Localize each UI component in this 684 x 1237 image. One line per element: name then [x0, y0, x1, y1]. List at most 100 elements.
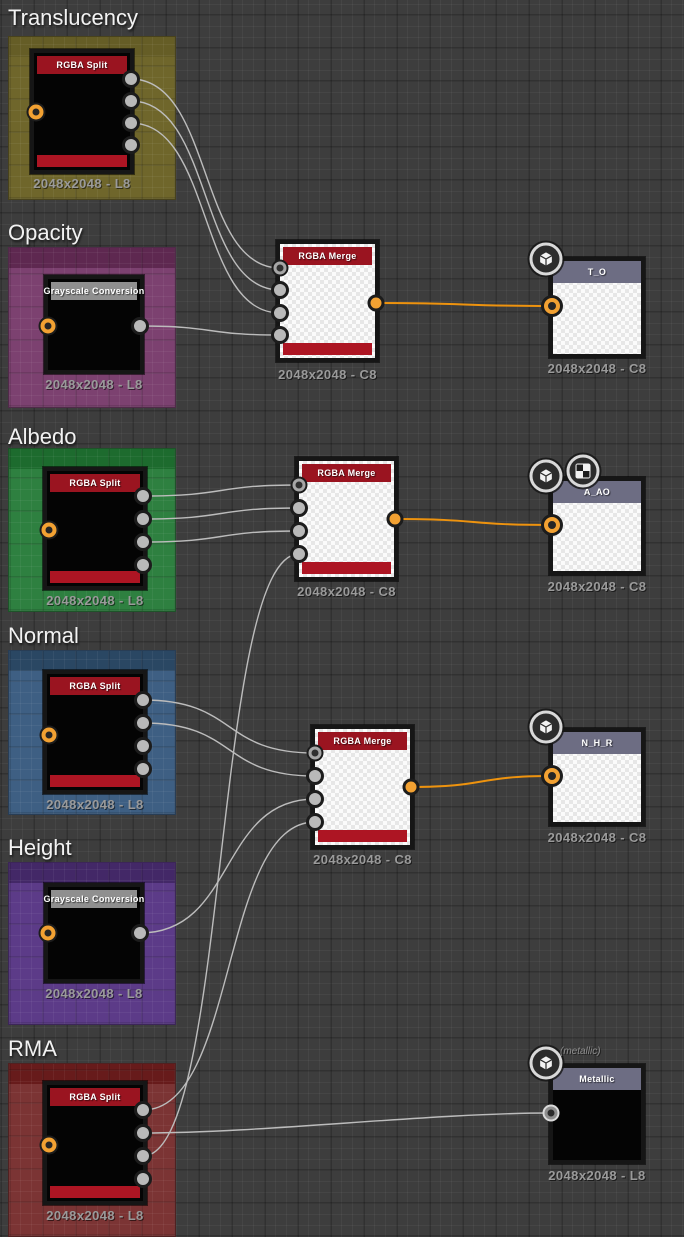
- checker-icon: [575, 463, 591, 479]
- node-footer-albedo-split: [50, 571, 140, 583]
- port-output-n-h-r-input[interactable]: [544, 768, 560, 784]
- group-frame-header-height: [9, 863, 175, 883]
- wire-merge-to-output-a-ao[interactable]: [394, 518, 553, 526]
- group-frame-header-normal: [9, 651, 175, 671]
- node-header-height-grayscale: Grayscale Conversion: [43, 890, 144, 908]
- port-albedo-split-input[interactable]: [41, 522, 57, 538]
- port-translucency-split-output-b[interactable]: [122, 114, 140, 132]
- port-rma-split-output-g[interactable]: [134, 1124, 152, 1142]
- node-header-albedo-split: RGBA Split: [50, 474, 140, 492]
- port-normal-split-output-b[interactable]: [134, 737, 152, 755]
- port-rma-split-output-a[interactable]: [134, 1170, 152, 1188]
- wire-albedo-r-to-merge[interactable]: [142, 484, 300, 497]
- port-merge-a-ao-input-g[interactable]: [290, 499, 308, 517]
- wire-height-to-merge[interactable]: [139, 798, 316, 934]
- port-normal-split-output-r[interactable]: [134, 691, 152, 709]
- node-label-output-metallic: Metallic: [579, 1074, 615, 1084]
- port-merge-a-ao-input-a[interactable]: [290, 545, 308, 563]
- port-translucency-split-input[interactable]: [28, 104, 44, 120]
- wire-normal-g-to-merge[interactable]: [142, 722, 316, 777]
- port-output-t-o-input[interactable]: [544, 298, 560, 314]
- node-albedo-split[interactable]: RGBA Split: [43, 467, 147, 590]
- port-merge-t-o-input-r[interactable]: [273, 261, 287, 275]
- port-merge-t-o-input-g[interactable]: [271, 281, 289, 299]
- port-normal-split-output-a[interactable]: [134, 760, 152, 778]
- node-label-rma-split: RGBA Split: [69, 1092, 121, 1102]
- node-translucency-split[interactable]: RGBA Split: [30, 49, 134, 174]
- node-caption-merge-a-ao: 2048x2048 - C8: [297, 584, 396, 599]
- wire-rma-g-to-metallic[interactable]: [142, 1112, 552, 1134]
- port-merge-n-h-r-input-a[interactable]: [306, 813, 324, 831]
- node-rma-split[interactable]: RGBA Split: [43, 1081, 147, 1205]
- wire-albedo-g-to-merge[interactable]: [142, 507, 300, 520]
- cube-icon: [539, 1056, 553, 1070]
- wire-opacity-to-merge[interactable]: [139, 325, 281, 336]
- node-footer-translucency-split: [37, 155, 127, 167]
- port-merge-n-h-r-input-g[interactable]: [306, 767, 324, 785]
- port-rma-split-input[interactable]: [41, 1137, 57, 1153]
- group-title-opacity: Opacity: [8, 220, 83, 245]
- port-output-a-ao-input[interactable]: [544, 517, 560, 533]
- port-merge-t-o-input-a[interactable]: [271, 326, 289, 344]
- cube-badge-output-metallic: [529, 1046, 563, 1080]
- port-albedo-split-output-g[interactable]: [134, 510, 152, 528]
- node-header-merge-t-o: RGBA Merge: [283, 247, 372, 265]
- node-caption-output-a-ao: 2048x2048 - C8: [547, 579, 647, 594]
- port-translucency-split-output-g[interactable]: [122, 92, 140, 110]
- node-output-t-o[interactable]: T_O: [549, 257, 645, 358]
- port-rma-split-output-r[interactable]: [134, 1101, 152, 1119]
- node-merge-n-h-r[interactable]: RGBA Merge: [311, 725, 414, 849]
- node-caption-output-t-o: 2048x2048 - C8: [547, 361, 647, 376]
- node-header-rma-split: RGBA Split: [50, 1088, 140, 1106]
- port-rma-split-output-b[interactable]: [134, 1147, 152, 1165]
- port-output-metallic-input[interactable]: [544, 1106, 558, 1120]
- port-opacity-grayscale-input[interactable]: [40, 318, 56, 334]
- node-normal-split[interactable]: RGBA Split: [43, 670, 147, 794]
- node-output-n-h-r[interactable]: N_H_R: [549, 728, 645, 826]
- port-merge-a-ao-output[interactable]: [386, 510, 404, 528]
- wire-rma-r-to-merge-n-h-r[interactable]: [142, 821, 316, 1111]
- node-label-merge-n-h-r: RGBA Merge: [333, 736, 392, 746]
- node-height-grayscale[interactable]: Grayscale Conversion: [43, 883, 144, 983]
- port-normal-split-output-g[interactable]: [134, 714, 152, 732]
- port-merge-a-ao-input-b[interactable]: [290, 522, 308, 540]
- node-output-metallic[interactable]: Metallic: [549, 1064, 645, 1164]
- wire-translucency-b-to-merge[interactable]: [130, 122, 281, 314]
- wire-merge-to-output-n-h-r[interactable]: [410, 775, 553, 788]
- port-merge-a-ao-input-r[interactable]: [292, 478, 306, 492]
- cube-badge-output-n-h-r: [529, 710, 563, 744]
- wire-normal-r-to-merge[interactable]: [142, 699, 316, 754]
- port-translucency-split-output-a[interactable]: [122, 136, 140, 154]
- node-opacity-grayscale[interactable]: Grayscale Conversion: [43, 275, 144, 374]
- node-label-normal-split: RGBA Split: [69, 681, 121, 691]
- node-header-output-a-ao: A_AO: [553, 481, 641, 503]
- port-merge-n-h-r-output[interactable]: [402, 778, 420, 796]
- node-merge-a-ao[interactable]: RGBA Merge: [295, 457, 398, 581]
- port-height-grayscale-input[interactable]: [40, 925, 56, 941]
- port-merge-t-o-output[interactable]: [367, 294, 385, 312]
- port-albedo-split-output-a[interactable]: [134, 556, 152, 574]
- node-label-albedo-split: RGBA Split: [69, 478, 121, 488]
- node-merge-t-o[interactable]: RGBA Merge: [276, 240, 379, 362]
- node-header-normal-split: RGBA Split: [50, 677, 140, 695]
- node-header-output-n-h-r: N_H_R: [553, 732, 641, 754]
- port-albedo-split-output-b[interactable]: [134, 533, 152, 551]
- port-merge-t-o-input-b[interactable]: [271, 304, 289, 322]
- node-label-merge-t-o: RGBA Merge: [298, 251, 357, 261]
- port-opacity-grayscale-output[interactable]: [131, 317, 149, 335]
- wire-rma-b-to-merge-a-ao[interactable]: [142, 553, 300, 1157]
- port-albedo-split-output-r[interactable]: [134, 487, 152, 505]
- port-normal-split-input[interactable]: [41, 727, 57, 743]
- wire-translucency-g-to-merge[interactable]: [130, 100, 281, 291]
- node-output-a-ao[interactable]: A_AO: [549, 477, 645, 575]
- port-height-grayscale-output[interactable]: [131, 924, 149, 942]
- node-label-output-a-ao: A_AO: [583, 487, 611, 497]
- wire-albedo-b-to-merge[interactable]: [142, 530, 300, 543]
- node-header-output-metallic: Metallic: [553, 1068, 641, 1090]
- wire-merge-to-output-t-o[interactable]: [375, 302, 553, 307]
- port-merge-n-h-r-input-r[interactable]: [308, 746, 322, 760]
- port-merge-n-h-r-input-b[interactable]: [306, 790, 324, 808]
- wire-translucency-r-to-merge[interactable]: [130, 78, 281, 269]
- port-translucency-split-output-r[interactable]: [122, 70, 140, 88]
